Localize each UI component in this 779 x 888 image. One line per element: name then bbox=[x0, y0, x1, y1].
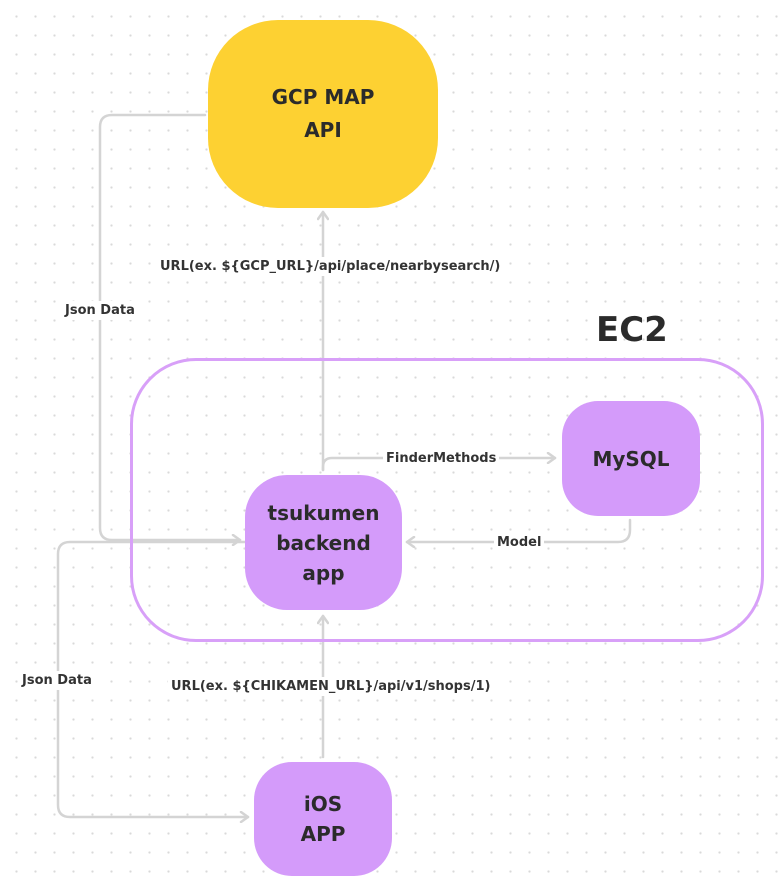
gcp-map-api-node[interactable]: GCP MAP API bbox=[208, 20, 438, 208]
ec2-group-title: EC2 bbox=[596, 310, 668, 350]
model-label: Model bbox=[494, 533, 545, 552]
gcp-json-data-label: Json Data bbox=[62, 301, 138, 320]
gcp-request-label: URL(ex. ${GCP_URL}/api/place/nearbysearc… bbox=[157, 257, 504, 276]
backend-app-node[interactable]: tsukumen backend app bbox=[245, 475, 402, 610]
ios-request-label: URL(ex. ${CHIKAMEN_URL}/api/v1/shops/1) bbox=[168, 677, 494, 696]
ios-json-data-label: Json Data bbox=[19, 671, 95, 690]
gcp-to-backend-arrow bbox=[98, 113, 242, 540]
mysql-node[interactable]: MySQL bbox=[562, 401, 700, 516]
ec2-group-box bbox=[130, 358, 764, 642]
ios-app-node[interactable]: iOS APP bbox=[254, 762, 392, 876]
finder-methods-arrow bbox=[321, 458, 557, 472]
model-arrow bbox=[405, 518, 632, 542]
finder-methods-label: FinderMethods bbox=[383, 449, 500, 468]
